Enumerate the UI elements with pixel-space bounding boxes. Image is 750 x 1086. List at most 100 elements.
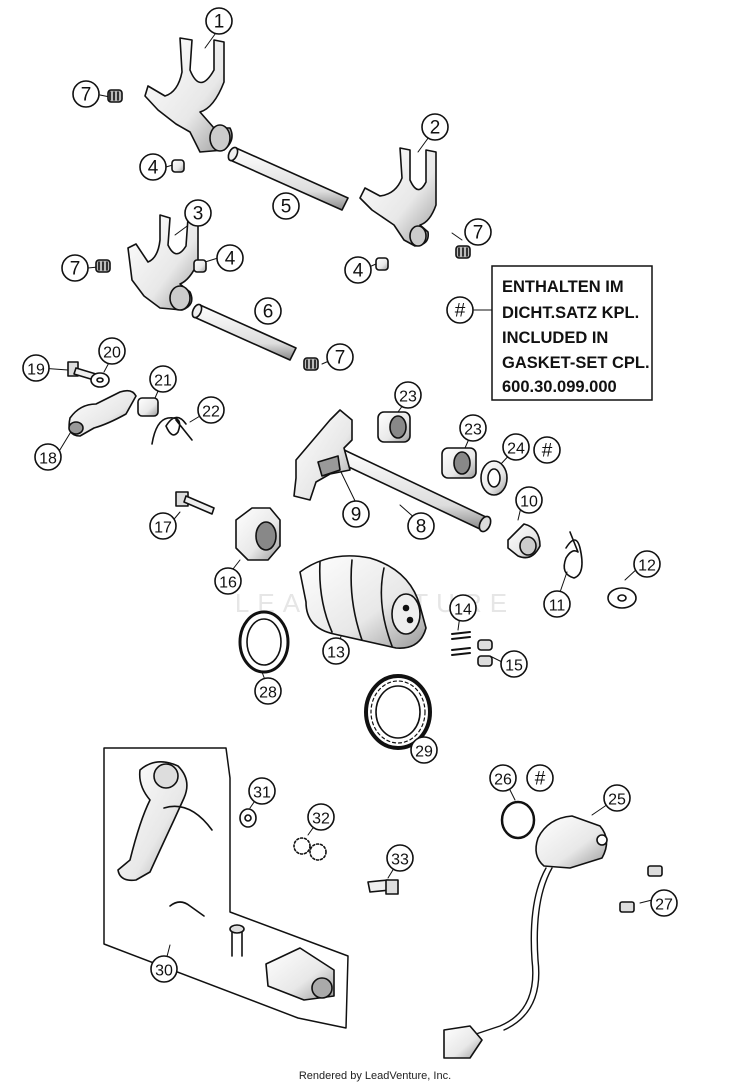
callout-c11: 11	[543, 590, 571, 618]
callout-circle	[526, 764, 554, 792]
callout-circle	[489, 764, 517, 792]
callout-label: 18	[39, 451, 57, 468]
callout-circle	[216, 244, 244, 272]
callout-label: 20	[103, 345, 121, 362]
callout-circle	[533, 436, 561, 464]
roller-4a	[171, 159, 185, 173]
callout-label: 8	[416, 517, 427, 538]
callout-c23a: 23	[394, 381, 422, 409]
callout-c32: 32	[307, 803, 335, 831]
callout-c3: 3	[184, 199, 212, 227]
washer-20	[90, 372, 110, 388]
callout-circle	[248, 777, 276, 805]
callout-label: 27	[655, 897, 673, 914]
note-line-5: 600.30.099.000	[502, 378, 617, 396]
callout-label: 7	[335, 348, 346, 369]
bolt-17	[175, 491, 215, 515]
callout-label: 6	[263, 302, 274, 323]
detent-lever-10	[507, 523, 541, 559]
callout-c13: 13	[322, 637, 350, 665]
callout-c26: 26	[489, 764, 517, 792]
callout-h1: #	[446, 296, 474, 324]
gear-sensor-25	[443, 815, 608, 1059]
callout-label: 32	[312, 811, 330, 828]
o-ring-26	[500, 800, 536, 840]
callout-c7d: 7	[326, 343, 354, 371]
callout-h2: #	[533, 436, 561, 464]
callout-circle	[326, 343, 354, 371]
callout-c15: 15	[500, 650, 528, 678]
callout-c7b: 7	[61, 254, 89, 282]
callout-label: 23	[399, 389, 417, 406]
callout-circle	[272, 192, 300, 220]
callout-circle	[149, 365, 177, 393]
callout-label: 29	[415, 744, 433, 761]
lever-18	[68, 389, 137, 437]
callout-circle	[150, 955, 178, 983]
callout-c25: 25	[603, 784, 631, 812]
seal-24	[480, 460, 508, 496]
callout-label: 25	[608, 792, 626, 809]
callout-c23b: 23	[459, 414, 487, 442]
roller-4b	[193, 259, 207, 273]
callout-label: 21	[154, 373, 172, 390]
callout-circle	[149, 512, 177, 540]
callout-c27: 27	[650, 889, 678, 917]
callout-label: 13	[327, 645, 345, 662]
callout-c18: 18	[34, 443, 62, 471]
callout-label: #	[535, 769, 546, 790]
spring-22	[151, 416, 193, 445]
callout-label: 7	[70, 259, 81, 280]
callout-c4c: 4	[344, 256, 372, 284]
callout-label: 3	[193, 204, 204, 225]
callout-label: 31	[253, 785, 271, 802]
callout-c4a: 4	[139, 153, 167, 181]
bolt-33	[367, 879, 399, 895]
callout-circle	[254, 297, 282, 325]
callout-circle	[344, 256, 372, 284]
callout-circle	[322, 637, 350, 665]
callout-circle	[459, 414, 487, 442]
callout-label: 17	[154, 520, 172, 537]
callout-circle	[407, 512, 435, 540]
callout-c1: 1	[205, 7, 233, 35]
screw-7b	[95, 259, 111, 273]
shift-drum-13	[299, 555, 427, 649]
roller-4c	[375, 257, 389, 271]
callout-circle	[650, 889, 678, 917]
note-line-1: ENTHALTEN IM	[502, 278, 624, 296]
callout-c14: 14	[449, 594, 477, 622]
callout-c21: 21	[149, 365, 177, 393]
callout-circle	[184, 199, 212, 227]
callout-label: 24	[507, 441, 525, 458]
callout-label: #	[455, 301, 466, 322]
callout-c19: 19	[22, 354, 50, 382]
note-box: ENTHALTEN IM DICHT.SATZ KPL. INCLUDED IN…	[491, 265, 653, 401]
callout-c2: 2	[421, 113, 449, 141]
callout-label: 15	[505, 658, 523, 675]
callout-circle	[464, 218, 492, 246]
shift-plate-9	[293, 409, 353, 501]
shift-rod-6	[191, 303, 297, 361]
callout-c8: 8	[407, 512, 435, 540]
callout-circle	[205, 7, 233, 35]
pin-15	[477, 639, 493, 667]
callout-c30: 30	[150, 955, 178, 983]
callout-circle	[342, 500, 370, 528]
callout-circle	[254, 677, 282, 705]
callout-c22: 22	[197, 396, 225, 424]
callout-circle	[515, 486, 543, 514]
callout-label: 7	[81, 85, 92, 106]
shift-fork-3	[127, 214, 199, 311]
callout-label: 12	[638, 558, 656, 575]
callout-label: #	[542, 441, 553, 462]
callout-label: 4	[353, 261, 364, 282]
callout-markers: 1234445677778910111213141516171819202122…	[22, 7, 678, 983]
shift-lever-kit-30	[103, 747, 349, 1029]
shift-fork-1	[144, 37, 233, 153]
callout-circle	[72, 80, 100, 108]
callout-label: 22	[202, 404, 220, 421]
callout-label: 11	[549, 598, 566, 615]
callout-label: 30	[155, 963, 173, 980]
callout-label: 5	[281, 197, 292, 218]
